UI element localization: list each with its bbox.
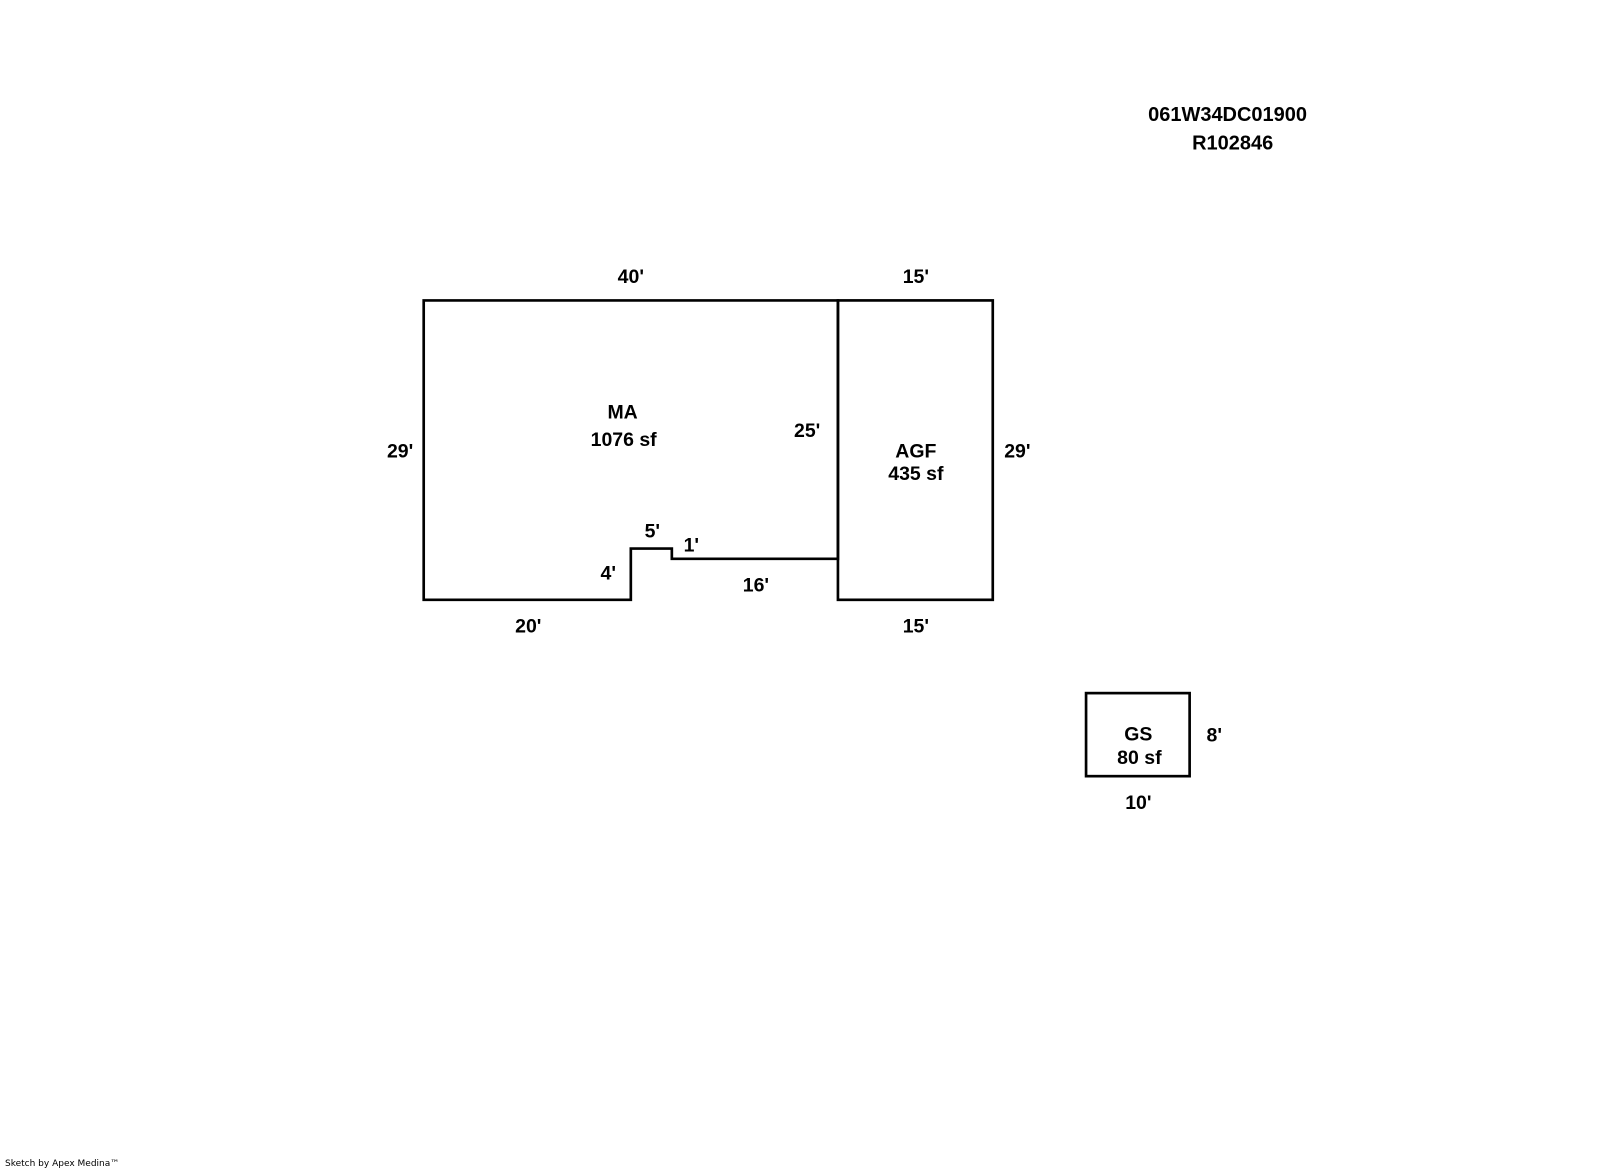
- ma-label: MA: [607, 401, 637, 423]
- ma-area: 1076 sf: [591, 429, 658, 451]
- dim-gs-right: 8': [1206, 724, 1221, 746]
- gs-area: 80 sf: [1117, 747, 1162, 769]
- parcel-id: 061W34DC01900: [1148, 104, 1307, 126]
- account-number: R102846: [1192, 133, 1273, 155]
- dim-ma-top: 40': [618, 266, 644, 288]
- agf-label: AGF: [895, 440, 936, 462]
- dim-ma-notch-up: 4': [601, 562, 616, 584]
- dim-ma-bottom-right: 16': [743, 575, 769, 597]
- dim-ma-left: 29': [387, 440, 413, 462]
- dim-ma-right: 25': [794, 420, 820, 442]
- dim-ma-notch-top: 5': [645, 520, 660, 542]
- agf-outline: [836, 299, 995, 602]
- dim-gs-bottom: 10': [1125, 792, 1151, 814]
- dim-ma-bottom-left: 20': [515, 616, 541, 638]
- gs-label: GS: [1124, 723, 1152, 745]
- dim-agf-bottom: 15': [903, 616, 929, 638]
- sketch-credit: Sketch by Apex Medina™: [5, 1159, 120, 1169]
- agf-area: 435 sf: [888, 463, 944, 485]
- gs-outline: [1084, 691, 1191, 778]
- dim-agf-right: 29': [1004, 440, 1030, 462]
- dim-ma-notch-down: 1': [684, 535, 699, 557]
- dim-agf-top: 15': [903, 266, 929, 288]
